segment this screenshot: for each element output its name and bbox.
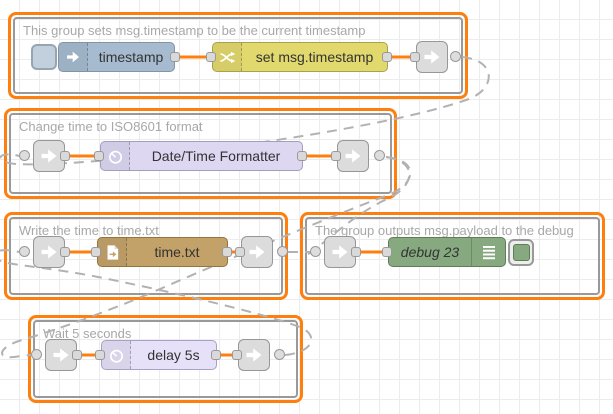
group-debug-output[interactable]: The group outputs msg.payload to the deb… bbox=[300, 212, 605, 300]
link-out-node[interactable] bbox=[337, 140, 369, 172]
output-port[interactable] bbox=[382, 52, 392, 62]
debug-toggle-state bbox=[512, 244, 530, 261]
output-port[interactable] bbox=[351, 247, 361, 257]
inject-button[interactable] bbox=[31, 44, 57, 70]
group-title: This group sets msg.timestamp to be the … bbox=[23, 23, 366, 38]
node-label: time.txt bbox=[154, 244, 200, 260]
link-port[interactable] bbox=[374, 150, 385, 161]
link-in-icon bbox=[53, 348, 69, 362]
output-port[interactable] bbox=[211, 350, 221, 360]
input-port[interactable] bbox=[410, 52, 420, 62]
group-border: This group sets msg.timestamp to be the … bbox=[13, 17, 463, 94]
node-label: delay 5s bbox=[147, 347, 200, 363]
link-in-node[interactable] bbox=[45, 339, 77, 371]
group-title: Change time to ISO8601 format bbox=[19, 119, 203, 134]
link-port[interactable] bbox=[277, 246, 288, 257]
group-border: Change time to ISO8601 format bbox=[9, 113, 392, 194]
debug-node[interactable]: debug 23 bbox=[388, 237, 506, 267]
group-title: Wait 5 seconds bbox=[43, 326, 132, 341]
link-out-icon bbox=[345, 149, 361, 163]
input-port[interactable] bbox=[206, 52, 216, 62]
link-in-icon bbox=[41, 245, 57, 259]
link-out-node[interactable] bbox=[416, 41, 448, 73]
inject-arrow-icon bbox=[59, 43, 88, 71]
debug-sidebar-icon bbox=[472, 238, 505, 266]
link-in-node[interactable] bbox=[324, 236, 356, 268]
node-label: set msg.timestamp bbox=[255, 49, 374, 65]
group-write-file[interactable]: Write the time to time.txt bbox=[4, 212, 288, 300]
delay-node[interactable]: delay 5s bbox=[101, 340, 217, 370]
link-out-icon bbox=[424, 50, 440, 64]
link-out-node[interactable] bbox=[241, 236, 273, 268]
formatter-node[interactable]: Date/Time Formatter bbox=[100, 141, 303, 171]
input-port[interactable] bbox=[235, 247, 245, 257]
link-out-icon bbox=[249, 245, 265, 259]
input-port[interactable] bbox=[232, 350, 242, 360]
node-label: debug 23 bbox=[389, 238, 472, 266]
change-node[interactable]: set msg.timestamp bbox=[212, 42, 388, 72]
input-port[interactable] bbox=[91, 247, 101, 257]
group-title: Write the time to time.txt bbox=[19, 223, 159, 238]
output-port[interactable] bbox=[60, 151, 70, 161]
link-in-icon bbox=[41, 149, 57, 163]
link-port[interactable] bbox=[450, 51, 461, 62]
link-port[interactable] bbox=[274, 349, 285, 360]
link-wire[interactable] bbox=[1, 156, 412, 359]
link-port[interactable] bbox=[19, 150, 30, 161]
group-iso8601[interactable]: Change time to ISO8601 format bbox=[4, 108, 397, 199]
group-wait[interactable]: Wait 5 seconds bbox=[28, 315, 303, 403]
link-out-node[interactable] bbox=[238, 339, 270, 371]
output-port[interactable] bbox=[72, 350, 82, 360]
output-port[interactable] bbox=[60, 247, 70, 257]
node-label: Date/Time Formatter bbox=[151, 148, 281, 164]
node-label: timestamp bbox=[98, 49, 164, 65]
input-port[interactable] bbox=[382, 247, 392, 257]
timer-icon bbox=[101, 142, 130, 170]
link-port[interactable] bbox=[31, 349, 42, 360]
link-in-icon bbox=[332, 245, 348, 259]
group-border: The group outputs msg.payload to the deb… bbox=[305, 217, 600, 295]
debug-toggle-button[interactable] bbox=[508, 239, 534, 266]
input-port[interactable] bbox=[95, 350, 105, 360]
file-node[interactable]: time.txt bbox=[97, 237, 228, 267]
input-port[interactable] bbox=[331, 151, 341, 161]
input-port[interactable] bbox=[94, 151, 104, 161]
output-port[interactable] bbox=[297, 151, 307, 161]
file-out-icon bbox=[98, 238, 127, 266]
link-port[interactable] bbox=[19, 246, 30, 257]
shuffle-icon bbox=[213, 43, 242, 71]
link-out-icon bbox=[246, 348, 262, 362]
link-in-node[interactable] bbox=[33, 140, 65, 172]
link-port[interactable] bbox=[310, 246, 321, 257]
inject-node[interactable]: timestamp bbox=[58, 42, 175, 72]
timer-icon bbox=[102, 341, 131, 369]
group-set-timestamp[interactable]: This group sets msg.timestamp to be the … bbox=[8, 12, 468, 99]
group-title: The group outputs msg.payload to the deb… bbox=[315, 223, 574, 238]
output-port[interactable] bbox=[222, 247, 232, 257]
output-port[interactable] bbox=[170, 52, 180, 62]
